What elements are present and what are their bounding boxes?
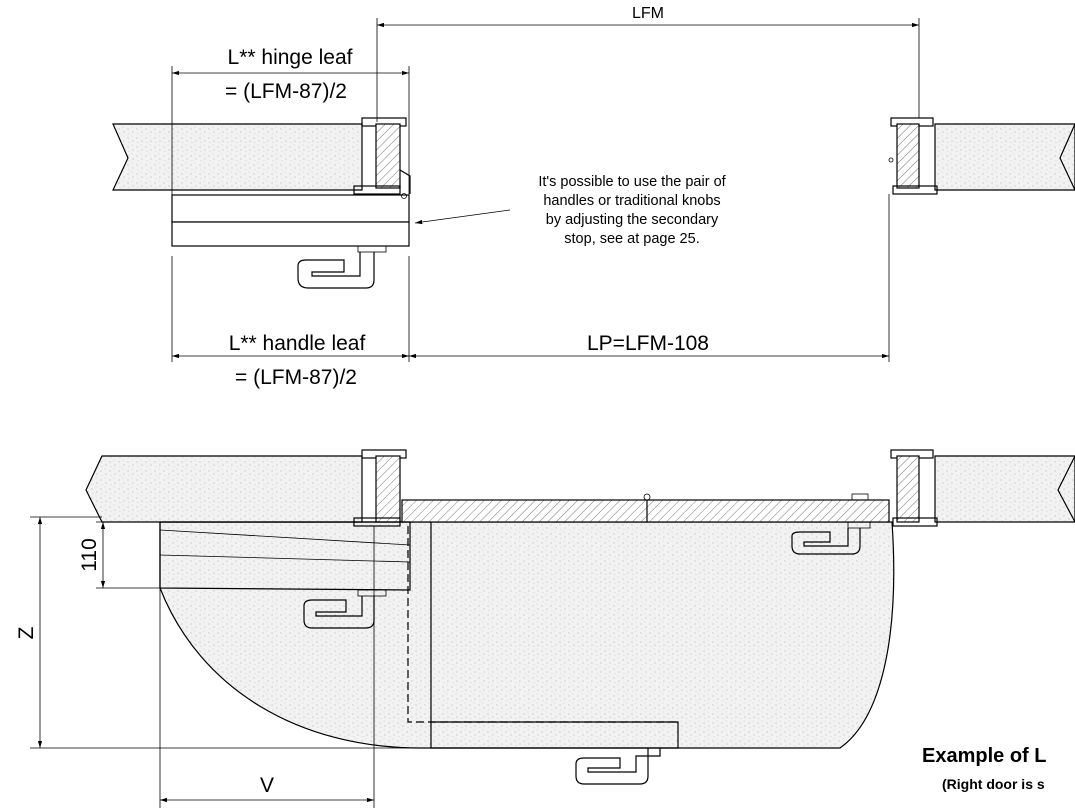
hinge-leaf-label-2: = (LFM-87)/2	[225, 80, 347, 103]
dim-v-label: V	[260, 774, 274, 797]
right-frame-bottom	[890, 449, 938, 527]
handle-leaf-label-2: = (LFM-87)/2	[235, 366, 357, 389]
right-wall-bottom	[934, 455, 1075, 523]
example-subtitle: (Right door is s	[942, 776, 1045, 792]
note-line-1: It's possible to use the pair of	[538, 174, 726, 190]
handle-bottom-1	[303, 596, 375, 629]
handle-leaf-label-1: L** handle leaf	[229, 332, 366, 355]
example-title: Example of L	[922, 745, 1046, 767]
right-frame-top	[888, 117, 938, 195]
bottom-view: 110 Z V Example of L (Right door is s	[15, 449, 1075, 808]
note-line-3: by adjusting the secondary	[546, 212, 719, 228]
handle-bottom-2	[791, 528, 861, 555]
left-wall-top	[112, 123, 363, 191]
dim-z-label: Z	[15, 626, 38, 639]
note-line-2: handles or traditional knobs	[543, 193, 720, 209]
handle-top	[297, 252, 375, 289]
right-wall-top	[934, 123, 1075, 191]
lfm-label: LFM	[632, 5, 664, 22]
hinge-leaf-label-1: L** hinge leaf	[228, 46, 353, 69]
top-view: LFM L** hinge leaf = (LFM-87)/2 L** hand…	[112, 5, 1075, 389]
left-wall-bottom	[85, 455, 363, 523]
note-line-4: stop, see at page 25.	[564, 231, 699, 247]
opened-leaf-right	[430, 522, 679, 749]
handle-bottom-3	[575, 748, 661, 785]
lp-label: LP=LFM-108	[587, 332, 709, 355]
opened-leaf-left	[159, 521, 411, 591]
door-leaves-top	[171, 193, 410, 253]
dim-110-label: 110	[78, 538, 101, 571]
closed-leaves	[401, 499, 890, 523]
left-frame-top	[353, 117, 411, 195]
swing-area	[159, 521, 895, 749]
note: It's possible to use the pair of handles…	[538, 174, 726, 247]
